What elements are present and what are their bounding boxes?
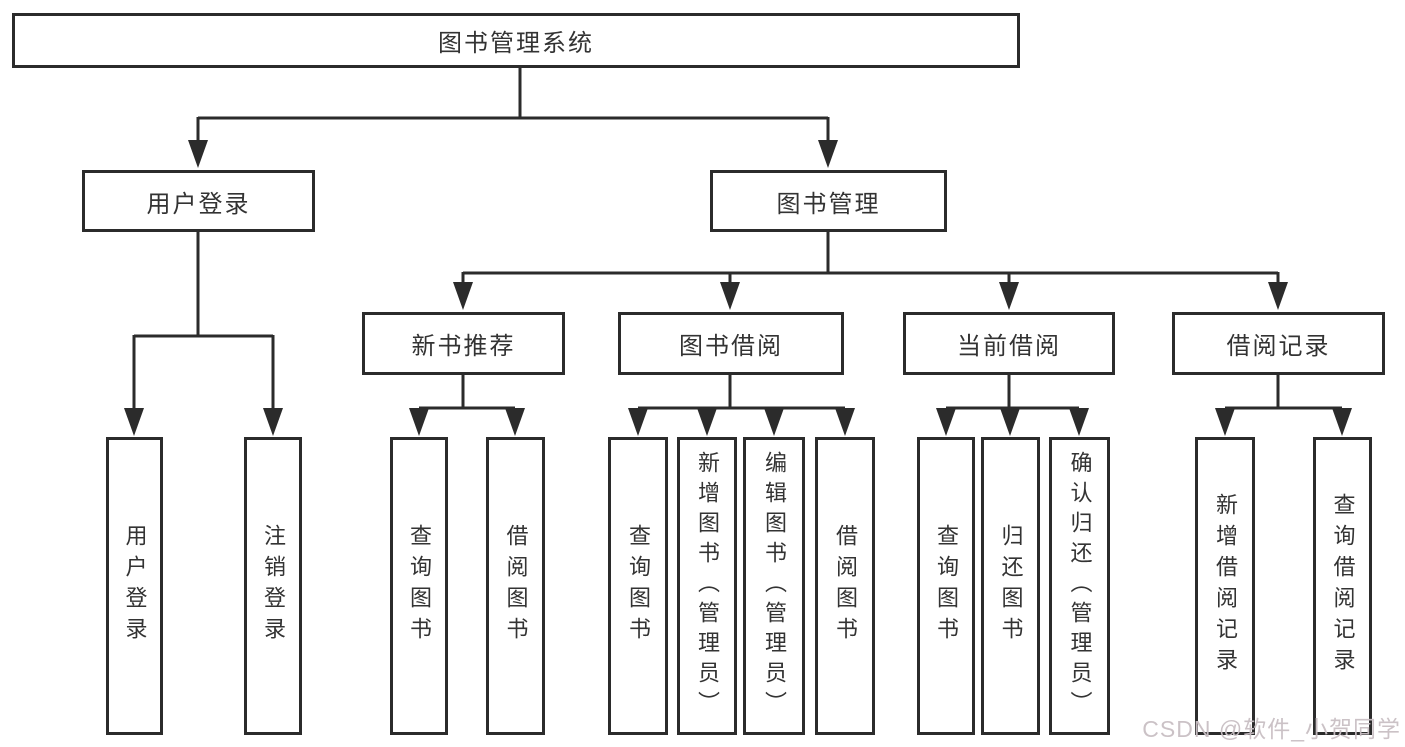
leaf-borrow-edit-books-admin: 编辑图书（管理员） <box>743 437 805 735</box>
leaf-user-login: 用户登录 <box>106 437 163 735</box>
leaf-recommend-borrow-books: 借阅图书 <box>486 437 545 735</box>
node-root-system: 图书管理系统 <box>12 13 1020 68</box>
leaf-borrow-borrow-books: 借阅图书 <box>815 437 875 735</box>
leaf-records-add-record: 新增借阅记录 <box>1195 437 1255 735</box>
node-new-book-recommend: 新书推荐 <box>362 312 565 375</box>
leaf-current-confirm-return-admin: 确认归还（管理员） <box>1049 437 1110 735</box>
leaf-current-query-books: 查询图书 <box>917 437 975 735</box>
leaf-borrow-add-books-admin: 新增图书（管理员） <box>677 437 737 735</box>
leaf-recommend-query-books: 查询图书 <box>390 437 448 735</box>
node-user-login: 用户登录 <box>82 170 315 232</box>
leaf-current-return-books: 归还图书 <box>981 437 1040 735</box>
node-borrow-records: 借阅记录 <box>1172 312 1385 375</box>
leaf-borrow-query-books: 查询图书 <box>608 437 668 735</box>
node-current-borrow: 当前借阅 <box>903 312 1115 375</box>
csdn-watermark: CSDN @软件_小贺同学 <box>1142 716 1401 742</box>
leaf-logout: 注销登录 <box>244 437 302 735</box>
node-book-management: 图书管理 <box>710 170 947 232</box>
node-book-borrow: 图书借阅 <box>618 312 844 375</box>
leaf-records-query-record: 查询借阅记录 <box>1313 437 1372 735</box>
